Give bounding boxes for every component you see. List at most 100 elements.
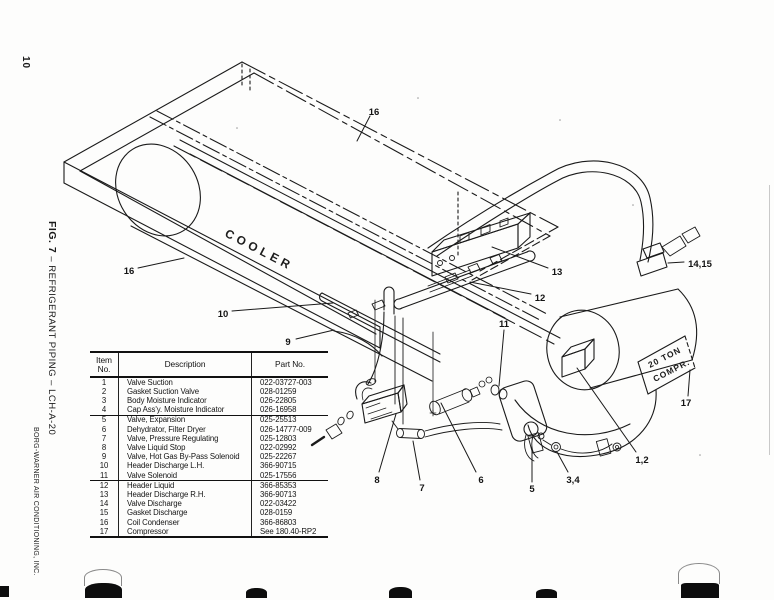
scan-noise — [236, 97, 701, 456]
cell-part-no: 025-12803 — [260, 433, 297, 443]
cell-description: Valve, Hot Gas By-Pass Solenoid — [118, 452, 252, 462]
cell-part-no: See 180.40-RP2 — [251, 527, 328, 539]
cell-item-no: 3 — [90, 396, 119, 406]
callout-11: 11 — [499, 319, 510, 330]
callout-labels: 16 16 10 9 13 12 11 14,15 17 1,2 3,4 5 6… — [124, 107, 713, 495]
callout-14-15: 14,15 — [688, 259, 712, 270]
callout-13: 13 — [552, 267, 563, 278]
discharge-valve — [636, 226, 701, 277]
scan-mark — [536, 589, 557, 598]
cell-part-no: 028-0159 — [260, 508, 293, 518]
header-part-no: Part No. — [251, 351, 328, 378]
cell-item-no: 7 — [90, 434, 119, 444]
cell-item-no: 14 — [90, 499, 119, 509]
cell-item-no: 1 — [90, 377, 119, 388]
cell-part-no: 025-22267 — [260, 452, 297, 462]
cell-item-no: 10 — [90, 461, 119, 471]
moisture-indicator — [551, 442, 561, 452]
cell-description: Valve Liquid Stop — [118, 443, 252, 453]
cell-part-no: 366-90715 — [260, 461, 297, 471]
cell-item-no: 8 — [90, 443, 119, 453]
cell-item-no: 9 — [90, 452, 119, 462]
callout-12: 12 — [535, 293, 546, 304]
cell-item-no: 13 — [90, 490, 119, 500]
page-number: 10 — [20, 56, 31, 70]
cell-description: Gasket Discharge — [118, 508, 252, 518]
cell-description: Header Discharge R.H. — [118, 490, 252, 500]
cell-item-no: 16 — [90, 517, 119, 527]
callout-10: 10 — [218, 309, 229, 320]
cell-item-no: 5 — [90, 415, 119, 425]
scan-arc — [678, 563, 720, 584]
callout-16-top: 16 — [369, 107, 380, 118]
discharge-header-rh — [431, 212, 531, 277]
cell-part-no: 022-03727-003 — [260, 377, 312, 387]
cell-item-no: 15 — [90, 508, 119, 518]
cell-description: Valve Suction — [118, 377, 252, 388]
cooler-shell: COOLER — [115, 143, 506, 382]
callout-3-4: 3,4 — [566, 475, 580, 486]
figure-caption: FIG. 7 – REFRIGERANT PIPING – LCH-A-20 — [46, 221, 58, 435]
cell-part-no: 026-14777-009 — [260, 424, 312, 434]
cell-part-no: 026-22805 — [260, 396, 297, 406]
callout-9: 9 — [285, 337, 290, 348]
cell-part-no: 366-85353 — [260, 480, 297, 490]
figure-caption-title: – REFRIGERANT PIPING – LCH-A-20 — [46, 253, 57, 436]
cell-description: Gasket Suction Valve — [118, 387, 252, 397]
compressor-assembly: 20 TON COMPR. — [490, 288, 698, 458]
callout-5: 5 — [529, 484, 535, 495]
company-imprint: BORG-WARNER AIR CONDITIONING, INC. — [32, 427, 39, 576]
cell-part-no: 022-03422 — [260, 499, 297, 509]
cell-part-no: 022-02992 — [260, 443, 297, 452]
cell-item-no: 11 — [90, 470, 119, 482]
cell-part-no: 025-17556 — [251, 470, 328, 482]
cell-description: Coil Condenser — [118, 517, 252, 527]
cell-item-no: 2 — [90, 387, 119, 397]
scan-edge-line — [769, 185, 770, 455]
dehydrator-filter-dryer — [429, 376, 493, 416]
header-description: Description — [118, 351, 252, 378]
callout-16-left: 16 — [124, 266, 135, 277]
callout-6: 6 — [478, 475, 483, 486]
cell-description: Dehydrator, Filter Dryer — [118, 424, 252, 435]
center-piping — [319, 254, 503, 425]
callout-17: 17 — [681, 398, 692, 409]
scan-mark — [246, 588, 267, 598]
scan-arc — [84, 569, 122, 586]
cell-description: Compressor — [118, 527, 252, 539]
cell-part-no: 025-25513 — [260, 415, 297, 425]
cell-item-no: 6 — [90, 424, 119, 435]
liquid-stop-valve — [310, 378, 408, 447]
cooler-label: COOLER — [223, 226, 296, 273]
scan-mark — [0, 586, 9, 597]
cell-item-no: 4 — [90, 405, 119, 416]
scan-mark — [85, 583, 122, 598]
cell-part-no: 026-16958 — [251, 405, 328, 416]
pressure-regulating-valve — [391, 420, 503, 439]
scan-mark — [681, 583, 719, 598]
callout-leaders — [137, 115, 691, 483]
callout-8: 8 — [374, 475, 379, 486]
liquid-header-pipe — [393, 250, 536, 310]
scan-mark — [389, 587, 412, 598]
suction-pipe — [427, 160, 654, 263]
cell-description: Body Moisture Indicator — [118, 396, 252, 406]
cell-part-no: 366-90713 — [260, 489, 297, 499]
cell-part-no: 366-86803 — [260, 517, 297, 527]
